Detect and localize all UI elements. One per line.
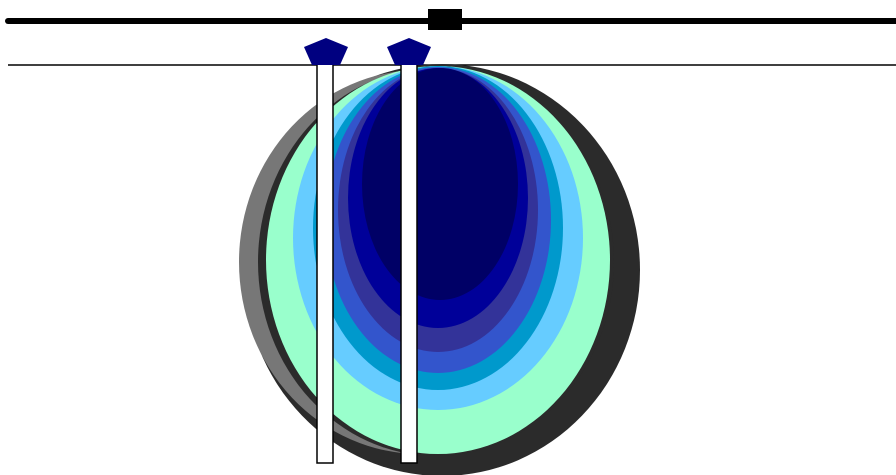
probe-left-cap-icon <box>304 38 348 65</box>
probe-right-shaft <box>401 62 417 463</box>
probe-right-cap-icon <box>387 38 431 65</box>
rail-marker-block <box>428 9 462 30</box>
probe-left-shaft <box>317 62 333 463</box>
nested-zone-bulb <box>239 64 640 475</box>
zone-core <box>362 68 518 300</box>
